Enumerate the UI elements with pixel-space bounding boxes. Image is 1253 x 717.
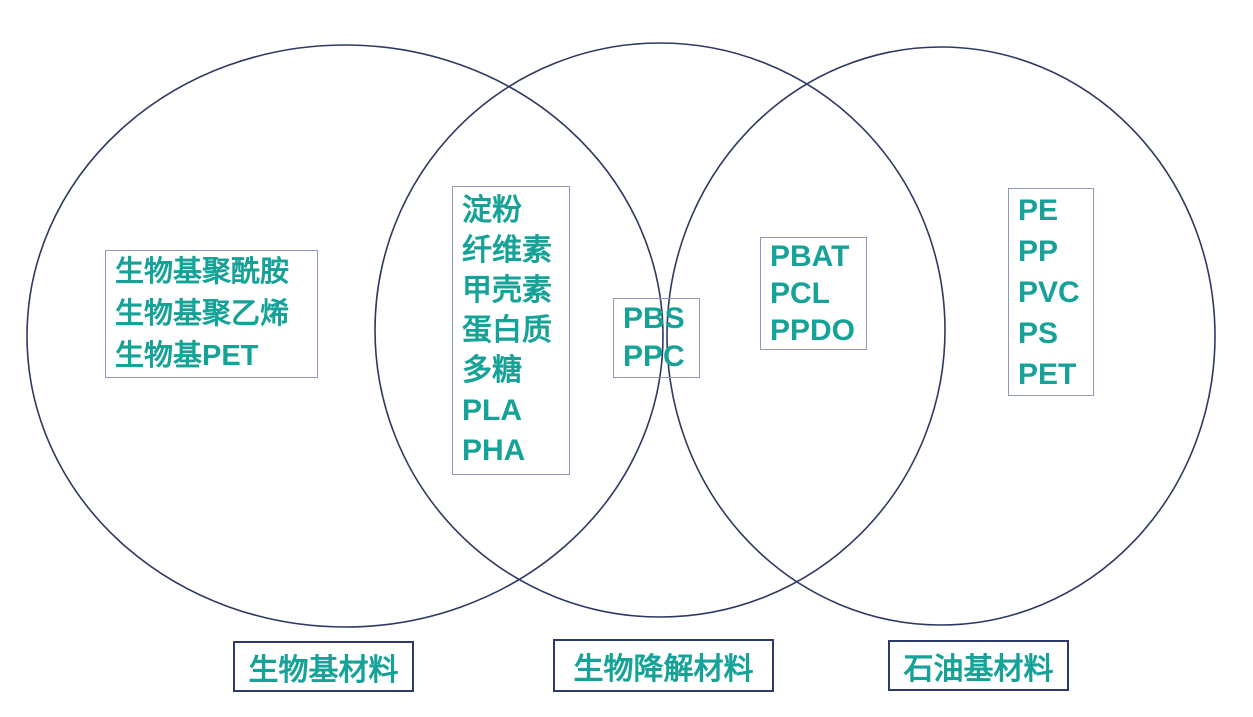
material-item: PHA bbox=[462, 433, 526, 467]
material-item: 生物基PET bbox=[115, 340, 259, 372]
material-item: 淀粉 bbox=[462, 193, 522, 227]
set-label-bio-based: 生物基材料 bbox=[233, 641, 414, 692]
petroleum-circle bbox=[666, 46, 1216, 626]
material-item: PP bbox=[1018, 234, 1059, 268]
material-item: PS bbox=[1018, 316, 1059, 350]
group-box-petroleum-only: PE PP PVC PS PET bbox=[1008, 188, 1094, 396]
biodegradable-circle bbox=[374, 42, 946, 618]
material-item: PBS bbox=[623, 302, 685, 335]
material-item: PET bbox=[1018, 357, 1077, 391]
material-item: 生物基聚酰胺 bbox=[115, 256, 290, 288]
material-item: PBAT bbox=[770, 240, 850, 273]
material-item: PE bbox=[1018, 193, 1059, 227]
set-label-biodegradable: 生物降解材料 bbox=[553, 639, 774, 692]
material-item: PPDO bbox=[770, 314, 856, 347]
material-item: PVC bbox=[1018, 275, 1080, 309]
material-item: 多糖 bbox=[462, 353, 522, 387]
material-item: 甲壳素 bbox=[462, 273, 552, 307]
material-item: 生物基聚乙烯 bbox=[115, 298, 290, 330]
group-box-bio-based-only: 生物基聚酰胺 生物基聚乙烯 生物基PET bbox=[105, 250, 318, 378]
material-item: 蛋白质 bbox=[462, 313, 552, 347]
set-label-petroleum-based: 石油基材料 bbox=[888, 640, 1069, 691]
group-box-biodegradable-and-petroleum: PBAT PCL PPDO bbox=[760, 237, 867, 350]
group-box-biodegradable-center-overlap: PBS PPC bbox=[613, 298, 700, 378]
group-box-bio-based-and-biodegradable: 淀粉 纤维素 甲壳素 蛋白质 多糖 PLA PHA bbox=[452, 186, 570, 475]
material-item: 纤维素 bbox=[462, 233, 552, 267]
bio-based-circle bbox=[26, 44, 664, 628]
material-item: PCL bbox=[770, 277, 830, 310]
material-item: PPC bbox=[623, 340, 685, 373]
material-item: PLA bbox=[462, 393, 522, 427]
